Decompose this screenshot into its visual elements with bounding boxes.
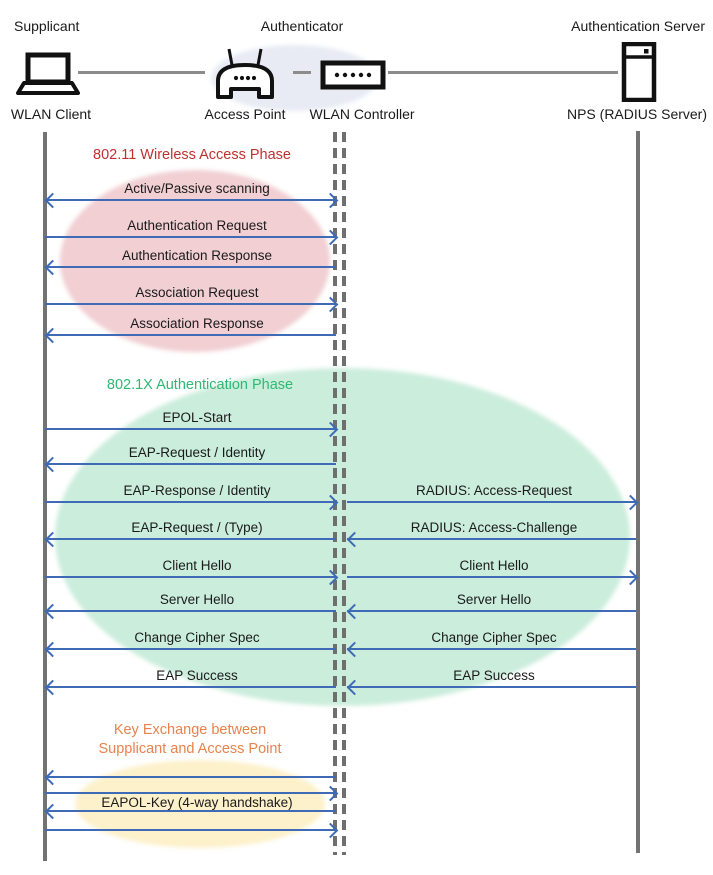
message-label: Authentication Request	[127, 218, 267, 233]
laptop-icon	[16, 52, 80, 98]
connector-client-ap	[78, 71, 205, 74]
arrowhead-right-icon	[322, 569, 339, 586]
message-arrow	[347, 686, 636, 688]
arrowhead-left-icon	[44, 531, 61, 548]
message-label: Server Hello	[456, 592, 532, 607]
message-arrow	[45, 303, 336, 305]
role-label-supplicant: Supplicant	[14, 18, 80, 34]
phase-title-key-exchange-line2: Supplicant and Access Point	[98, 741, 282, 757]
role-label-authentication-server: Authentication Server	[571, 18, 705, 34]
message-arrow	[45, 266, 336, 268]
arrowhead-right-icon	[622, 494, 639, 511]
server-icon	[621, 42, 657, 102]
message-arrow	[45, 792, 336, 794]
message-label: Client Hello	[162, 558, 232, 573]
arrowhead-left-icon	[346, 641, 363, 658]
arrowhead-right-icon	[322, 822, 339, 839]
arrowhead-left-icon	[44, 603, 61, 620]
arrowhead-right-icon	[322, 296, 339, 313]
message-label: Change Cipher Spec	[134, 630, 260, 645]
message-arrow	[347, 610, 636, 612]
arrowhead-left-icon	[44, 259, 61, 276]
phase-title-key-exchange-line1: Key Exchange between	[113, 722, 267, 738]
message-arrow	[45, 334, 336, 336]
wlan-controller-icon	[320, 60, 386, 90]
phase-title-key-exchange: Key Exchange between Supplicant and Acce…	[99, 721, 282, 759]
lifeline-radius-server	[636, 131, 640, 853]
node-label-wlan-controller: WLAN Controller	[309, 106, 415, 122]
message-label: EAPOL-Key (4-way handshake)	[101, 795, 293, 810]
arrowhead-left-icon	[44, 803, 61, 820]
message-arrow	[45, 199, 336, 201]
message-label: EAP-Request / (Type)	[131, 520, 263, 535]
message-arrow	[45, 776, 336, 778]
message-arrow	[347, 538, 636, 540]
access-point-icon	[211, 47, 279, 101]
arrowhead-right-icon	[322, 229, 339, 246]
message-label: Change Cipher Spec	[431, 630, 557, 645]
connector-ap-controller	[293, 71, 311, 74]
message-arrow	[347, 576, 636, 578]
message-arrow	[45, 501, 336, 503]
arrowhead-left-icon	[44, 456, 61, 473]
arrowhead-right-icon	[622, 569, 639, 586]
message-label: EPOL-Start	[162, 410, 232, 425]
message-label: Server Hello	[159, 592, 235, 607]
message-arrow	[45, 463, 336, 465]
message-label: EAP-Request / Identity	[128, 445, 266, 460]
phase-title-dot1x-authentication: 802.1X Authentication Phase	[106, 377, 294, 393]
message-arrow	[45, 236, 336, 238]
message-arrow	[45, 610, 336, 612]
message-label: Authentication Response	[121, 248, 273, 263]
arrowhead-left-icon	[44, 641, 61, 658]
lifeline-wlan-client	[43, 132, 47, 861]
arrowhead-left-icon	[44, 679, 61, 696]
connector-controller-server	[388, 71, 618, 74]
arrowhead-left-icon	[44, 769, 61, 786]
node-label-access-point: Access Point	[204, 106, 286, 122]
message-arrow	[45, 428, 336, 430]
arrowhead-right-icon	[322, 192, 339, 209]
message-label: EAP Success	[156, 668, 238, 683]
arrowhead-left-icon	[44, 327, 61, 344]
message-arrow	[45, 686, 336, 688]
message-label: Client Hello	[459, 558, 529, 573]
message-arrow	[347, 648, 636, 650]
node-label-wlan-client: WLAN Client	[10, 106, 92, 122]
message-label: Active/Passive scanning	[124, 181, 270, 196]
phase-ellipse-key-exchange	[75, 760, 325, 848]
arrowhead-left-icon	[346, 531, 363, 548]
message-arrow	[45, 576, 336, 578]
arrowhead-left-icon	[346, 603, 363, 620]
role-label-authenticator: Authenticator	[260, 18, 344, 34]
message-label: Association Response	[130, 316, 264, 331]
message-label: EAP Success	[453, 668, 535, 683]
arrowhead-right-icon	[322, 494, 339, 511]
lifeline-controller-right	[342, 132, 346, 855]
lifeline-controller-left	[333, 132, 337, 855]
message-label: RADIUS: Access-Request	[415, 483, 573, 498]
message-label: Association Request	[135, 285, 259, 300]
arrowhead-left-icon	[346, 679, 363, 696]
message-arrow	[45, 648, 336, 650]
message-label: RADIUS: Access-Challenge	[410, 520, 578, 535]
message-arrow	[347, 501, 636, 503]
arrowhead-right-icon	[322, 421, 339, 438]
message-arrow	[45, 810, 336, 812]
message-arrow	[45, 538, 336, 540]
message-arrow	[45, 829, 336, 831]
arrowhead-right-icon	[322, 785, 339, 802]
message-label: EAP-Response / Identity	[123, 483, 271, 498]
phase-title-wireless-access: 802.11 Wireless Access Phase	[93, 147, 291, 163]
node-label-nps-radius-server: NPS (RADIUS Server)	[566, 106, 708, 122]
arrowhead-left-icon	[44, 192, 61, 209]
